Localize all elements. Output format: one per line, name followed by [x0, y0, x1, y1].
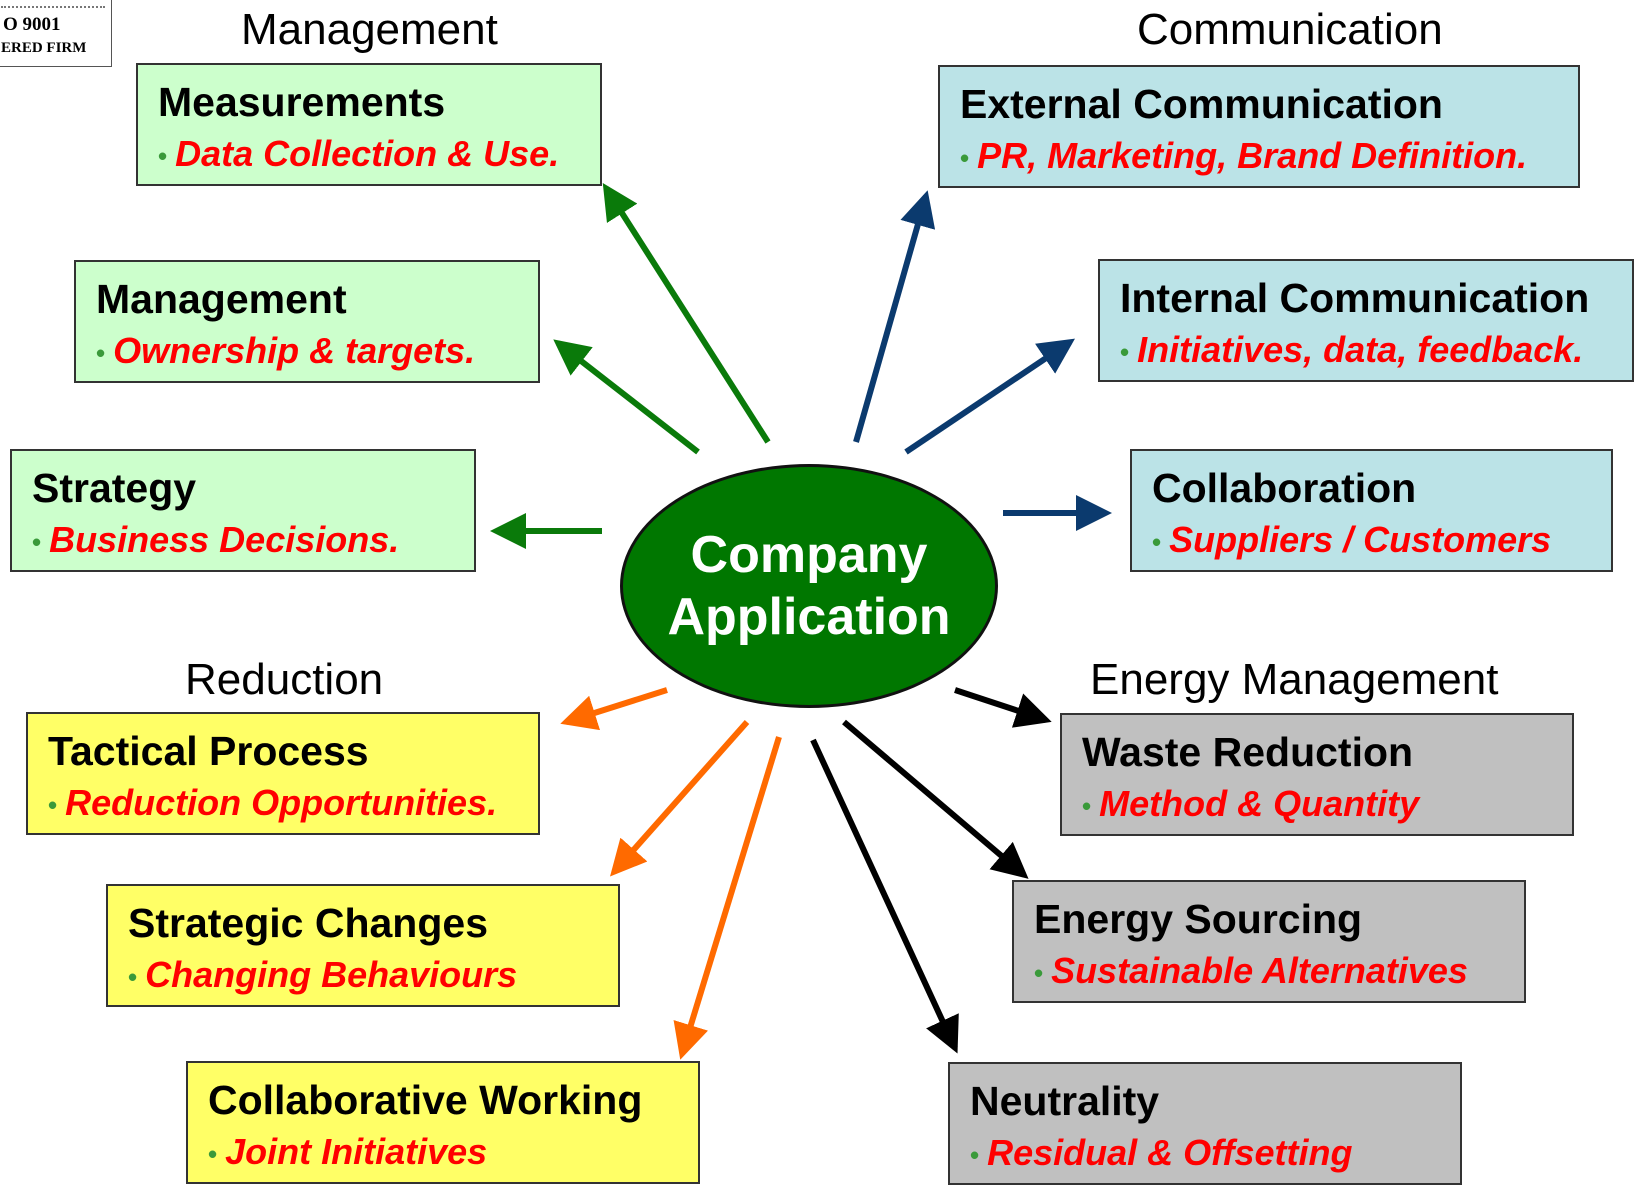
box-title: Energy Sourcing: [1034, 896, 1363, 942]
arrow-to-waste-reduction: [954, 687, 1052, 728]
box-subtitle: •Data Collection & Use.: [158, 133, 560, 175]
bullet-icon: •: [32, 526, 42, 557]
box-title: Management: [96, 276, 347, 322]
heading-management: Management: [241, 5, 498, 54]
center-label-line2: Application: [667, 588, 951, 646]
box-external-communication: External Communication •PR, Marketing, B…: [938, 65, 1580, 188]
box-subtitle: •Method & Quantity: [1082, 783, 1420, 825]
bullet-icon: •: [1034, 957, 1044, 988]
box-title: External Communication: [960, 81, 1443, 127]
bullet-icon: •: [960, 142, 970, 173]
arrow-to-internal-communication: [904, 338, 1075, 455]
bullet-icon: •: [1082, 790, 1092, 821]
iso-badge-line2: ERED FIRM: [1, 40, 87, 56]
bullet-icon: •: [208, 1138, 218, 1169]
arrow-to-strategic-changes: [610, 720, 750, 877]
box-measurements: Measurements •Data Collection & Use.: [136, 63, 602, 186]
bullet-icon: •: [128, 961, 138, 992]
arrow-to-collaborative-working: [673, 736, 782, 1060]
heading-reduction: Reduction: [185, 655, 384, 704]
box-strategy: Strategy •Business Decisions.: [10, 449, 476, 572]
box-subtitle: •Sustainable Alternatives: [1034, 950, 1468, 992]
box-subtitle: •Suppliers / Customers: [1152, 519, 1552, 561]
box-collaboration: Collaboration •Suppliers / Customers: [1130, 449, 1613, 572]
box-subtitle: •Joint Initiatives: [208, 1131, 488, 1173]
arrow-to-tactical-process: [560, 687, 668, 731]
box-energy-sourcing: Energy Sourcing •Sustainable Alternative…: [1012, 880, 1526, 1003]
box-management: Management •Ownership & targets.: [74, 260, 540, 383]
box-waste-reduction: Waste Reduction •Method & Quantity: [1060, 713, 1574, 836]
bullet-icon: •: [48, 789, 58, 820]
box-subtitle: •Reduction Opportunities.: [48, 782, 498, 824]
box-strategic-changes: Strategic Changes •Changing Behaviours: [106, 884, 620, 1007]
arrow-to-energy-sourcing: [842, 719, 1029, 879]
box-title: Collaborative Working: [208, 1077, 643, 1123]
box-internal-communication: Internal Communication •Initiatives, dat…: [1098, 259, 1634, 382]
box-subtitle: •Business Decisions.: [32, 519, 400, 561]
box-subtitle: •Ownership & targets.: [96, 330, 476, 372]
box-title: Collaboration: [1152, 465, 1417, 511]
arrow-to-external-communication: [853, 190, 936, 443]
box-title: Internal Communication: [1120, 275, 1590, 321]
box-tactical-process: Tactical Process •Reduction Opportunitie…: [26, 712, 540, 835]
bullet-icon: •: [970, 1139, 980, 1170]
bullet-icon: •: [1152, 526, 1162, 557]
center-label-line1: Company: [690, 525, 928, 584]
heading-energy-management: Energy Management: [1090, 655, 1499, 704]
box-title: Measurements: [158, 79, 446, 125]
box-title: Neutrality: [970, 1078, 1160, 1124]
box-title: Strategy: [32, 465, 197, 511]
box-subtitle: •PR, Marketing, Brand Definition.: [960, 135, 1528, 177]
box-subtitle: •Residual & Offsetting: [970, 1132, 1353, 1174]
box-subtitle: •Changing Behaviours: [128, 954, 518, 996]
arrow-to-measurements: [602, 182, 771, 444]
iso-badge-line1: O 9001: [3, 14, 61, 35]
company-application-ellipse: Company Application: [620, 464, 998, 708]
iso-badge-logo: O 9001 ERED FIRM: [0, 0, 112, 67]
box-title: Tactical Process: [48, 728, 369, 774]
box-title: Strategic Changes: [128, 900, 488, 946]
arrow-to-neutrality: [810, 738, 959, 1054]
box-title: Waste Reduction: [1082, 729, 1414, 775]
bullet-icon: •: [96, 337, 106, 368]
bullet-icon: •: [1120, 336, 1130, 367]
box-collaborative-working: Collaborative Working •Joint Initiatives: [186, 1061, 700, 1184]
box-neutrality: Neutrality •Residual & Offsetting: [948, 1062, 1462, 1185]
heading-communication: Communication: [1137, 5, 1443, 54]
bullet-icon: •: [158, 140, 168, 171]
arrow-to-management: [553, 339, 700, 455]
box-subtitle: •Initiatives, data, feedback.: [1120, 329, 1584, 371]
